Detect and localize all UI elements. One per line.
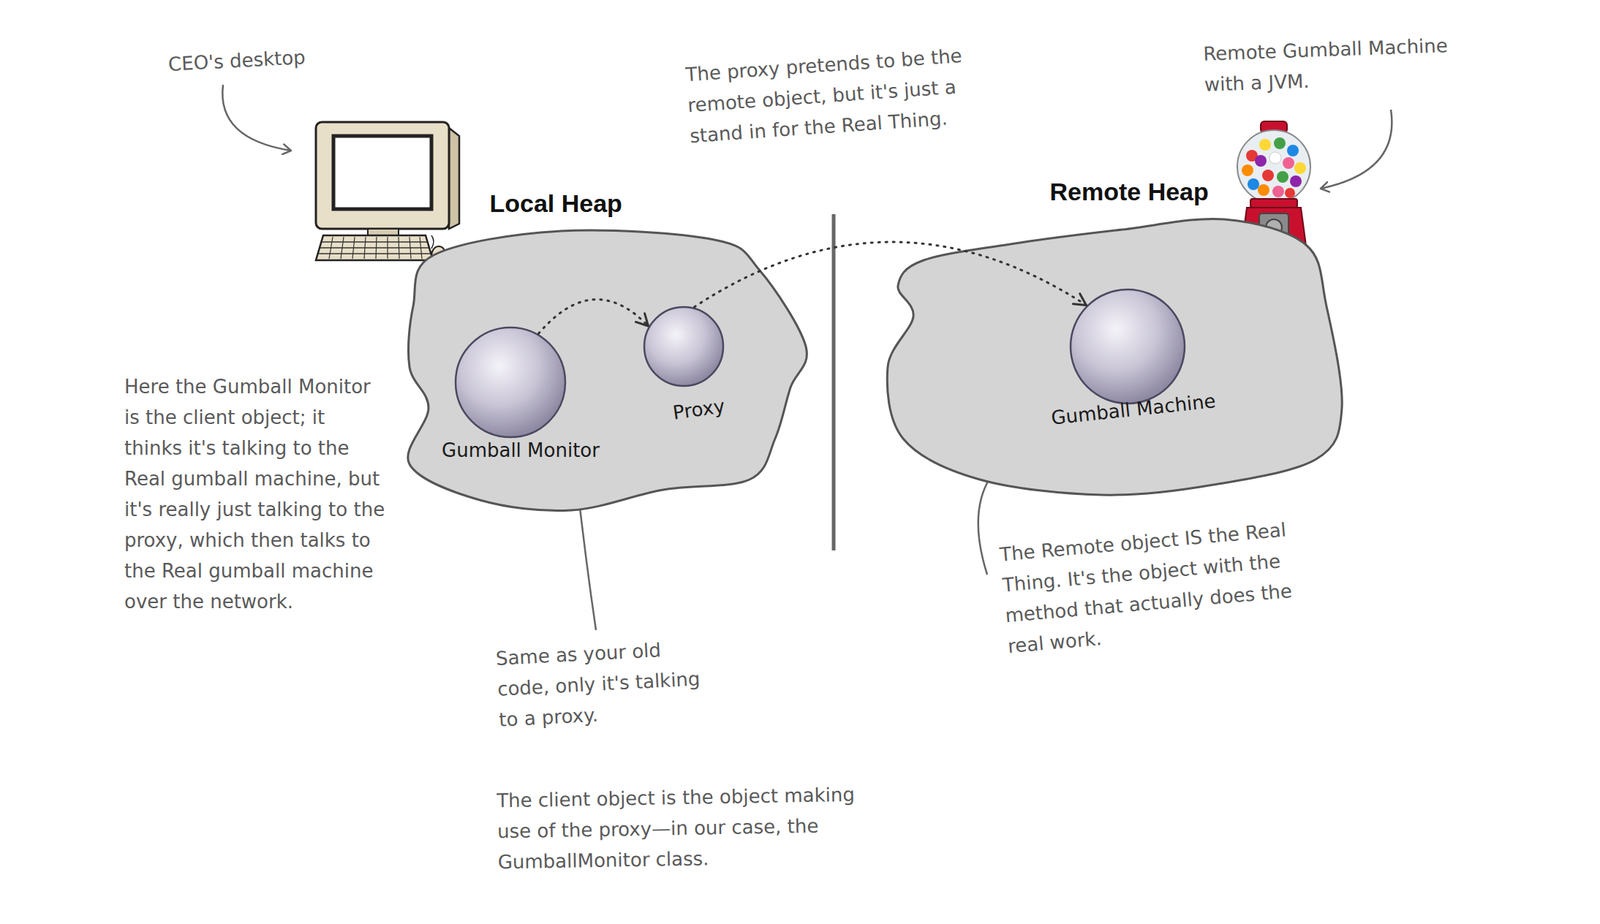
object-circle: Gumball Machine [1069, 288, 1187, 406]
caption-note: The client object is the object making u… [496, 779, 864, 879]
callout-note: Remote Gumball Machine with a JVM. [1202, 28, 1491, 101]
dotted-arrow [693, 242, 1086, 308]
divider-line [832, 214, 836, 551]
object-circle: Gumball Monitor [454, 326, 567, 439]
object-label: Gumball Monitor [441, 438, 600, 463]
dotted-arrow [538, 299, 649, 335]
region-heading: Local Heap [489, 188, 623, 218]
computer-icon [315, 122, 460, 266]
heap-outline [887, 218, 1342, 496]
dotted-line [693, 242, 1086, 308]
callout-note: Same as your old code, only it's talking… [495, 631, 719, 736]
arrow-head [1072, 293, 1086, 306]
heap-region: Local HeapGumball MonitorProxy [408, 229, 806, 511]
object-ball [1070, 289, 1185, 404]
object-ball [454, 326, 567, 439]
object-circle: Proxy [642, 305, 725, 388]
dotted-line [538, 299, 649, 335]
callout-note: CEO's desktop [167, 41, 307, 80]
object-ball [642, 305, 725, 388]
heap-outline [408, 230, 808, 511]
callout-note: The proxy pretends to be the remote obje… [684, 40, 969, 152]
object-ball [644, 307, 724, 387]
region-heading: Remote Heap [1050, 176, 1209, 207]
callout-note: Here the Gumball Monitor is the client o… [124, 371, 388, 618]
leader-line [1320, 109, 1392, 189]
arrow-head [635, 313, 648, 327]
object-ball [455, 327, 566, 438]
callout-note: The Remote object IS the Real Thing. It'… [998, 514, 1301, 662]
object-ball [1069, 288, 1187, 406]
heap-region: Remote HeapGumball Machine [882, 219, 1342, 496]
leader-line [222, 84, 292, 151]
